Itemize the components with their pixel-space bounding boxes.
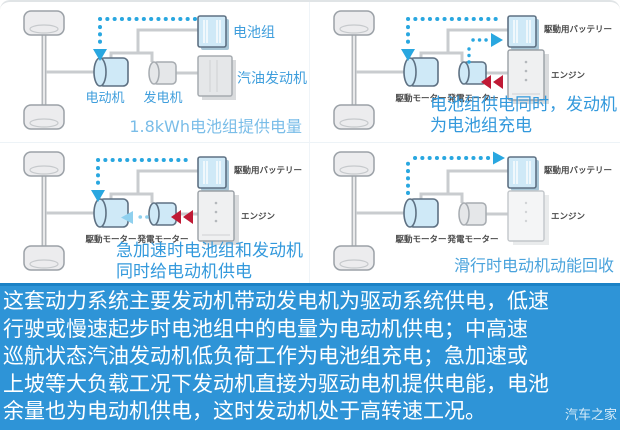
quadrant-caption: 电池组供电同时，发动机 为电池组充电 [430,95,617,137]
drivetrain-schematic: 駆動モーター 発電モーター 駆動用バッテリー エンジン [333,10,612,130]
engine-to-generator-arrow [481,75,503,89]
rear-wheel-icon [333,104,375,130]
drive-motor-icon [403,57,439,87]
front-wheel-icon [23,151,65,177]
caption-line: 为电池组充电 [430,116,532,136]
battery-label: 电池组 [233,25,275,41]
engine-label: 汽油发动机 [237,71,307,87]
engine-icon [197,190,239,245]
drive-motor-icon [93,198,129,228]
battery-icon [507,156,539,191]
battery-label: 駆動用バッテリー [543,165,612,176]
motor-label: 駆動モーター [394,93,446,104]
generator-label: 发电机 [143,90,182,106]
quadrant-regen: 駆動モーター 発電モーター 駆動用バッテリー エンジン 滑行时电动机动能回收 [310,143,620,285]
description-panel: 这套动力系统主要发动机带动发电机为驱动系统供电，低速 行驶或慢速起步时电池组中的… [0,283,620,430]
description-line: 余量也为电动机供电，这时发动机处于高转速工况。 [3,399,486,423]
front-wheel-icon [333,10,375,36]
generator-to-motor-arrow [121,211,149,224]
rear-wheel-icon [23,245,65,271]
generator-to-battery-arrow [467,33,503,64]
battery-to-motor-arrow [93,17,198,61]
generator-label: 発電モーター [136,234,188,245]
motor-to-battery-regen-arrow [406,151,505,195]
motor-label: 駆動モーター [84,234,136,245]
engine-label: エンジン [551,212,586,222]
quadrant-caption: 急加速时电池组和发动机 同时给电动机供电 [116,241,303,283]
battery-to-motor-arrow [91,158,194,202]
site-watermark: 汽车之家 [564,408,617,423]
battery-icon [197,15,229,50]
drivetrain-schematic: 电动机 发电机 电池组 汽油发动机 [23,10,307,130]
motor-label: 电动机 [85,91,124,106]
generator-icon [148,61,177,85]
battery-label: 駆動用バッテリー [233,165,302,176]
generator-label: 発電モーター [446,234,498,245]
drive-motor-icon [403,198,439,228]
description-line: 这套动力系统主要发动机带动发电机为驱动系统供电，低速 [3,289,549,313]
rear-wheel-icon [23,104,65,130]
wiring [356,169,509,216]
engine-icon [507,190,549,245]
generator-motor-icon [458,61,487,85]
quadrant-combined-power: 駆動モーター 発電モーター 駆動用バッテリー エンジン 急加速时电池组和发动机 … [0,143,310,285]
motor-label: 駆動モーター [394,234,446,245]
drivetrain-schematic: 駆動モーター 発電モーター 駆動用バッテリー エンジン [333,151,612,271]
battery-to-motor-arrow [401,17,504,61]
battery-label: 駆動用バッテリー [543,24,612,35]
engine-icon [197,55,236,100]
wiring [46,28,199,75]
caption-line: 电池组供电同时，发动机 [430,95,617,115]
quadrant-drive-and-charge: 駆動モーター 発電モーター 駆動用バッテリー エンジン 电池组供电同时，发动机 … [310,2,620,143]
front-wheel-icon [23,10,65,36]
caption-line: 1.8kWh电池组提供电量 [129,117,302,136]
rear-wheel-icon [333,245,375,271]
front-wheel-icon [333,151,375,177]
caption-line: 滑行时电动机动能回收 [453,256,614,275]
generator-motor-icon [148,202,177,226]
quadrant-battery-drive: 电动机 发电机 电池组 汽油发动机 1.8kWh电池组提供电量 [0,2,310,143]
engine-label: エンジン [241,212,276,222]
caption-line: 急加速时电池组和发动机 [116,241,303,261]
quadrant-caption: 1.8kWh电池组提供电量 [129,116,302,137]
generator-label: 発電モーター [446,93,498,104]
battery-icon [507,15,539,50]
wiring [356,28,509,75]
engine-icon [507,49,549,104]
quadrant-grid: 电动机 发电机 电池组 汽油发动机 1.8kWh电池组提供电量 [0,0,620,285]
description-line: 行驶或慢速起步时电池组中的电量为电动机供电；中高速 [3,316,528,341]
engine-label: エンジン [551,71,586,81]
generator-motor-icon [458,202,487,226]
battery-icon [197,156,229,191]
quadrant-caption: 滑行时电动机动能回收 [454,255,614,276]
engine-to-generator-arrow [171,210,193,224]
drivetrain-schematic: 駆動モーター 発電モーター 駆動用バッテリー エンジン [23,151,302,271]
caption-line: 同时给电动机供电 [116,262,252,282]
description-line: 上坡等大负载工况下发动机直接为驱动电机提供电能，电池 [3,371,549,396]
description-line: 巡航状态汽油发动机低负荷工作为电池组充电；急加速或 [3,344,528,368]
drive-motor-icon [93,57,129,87]
